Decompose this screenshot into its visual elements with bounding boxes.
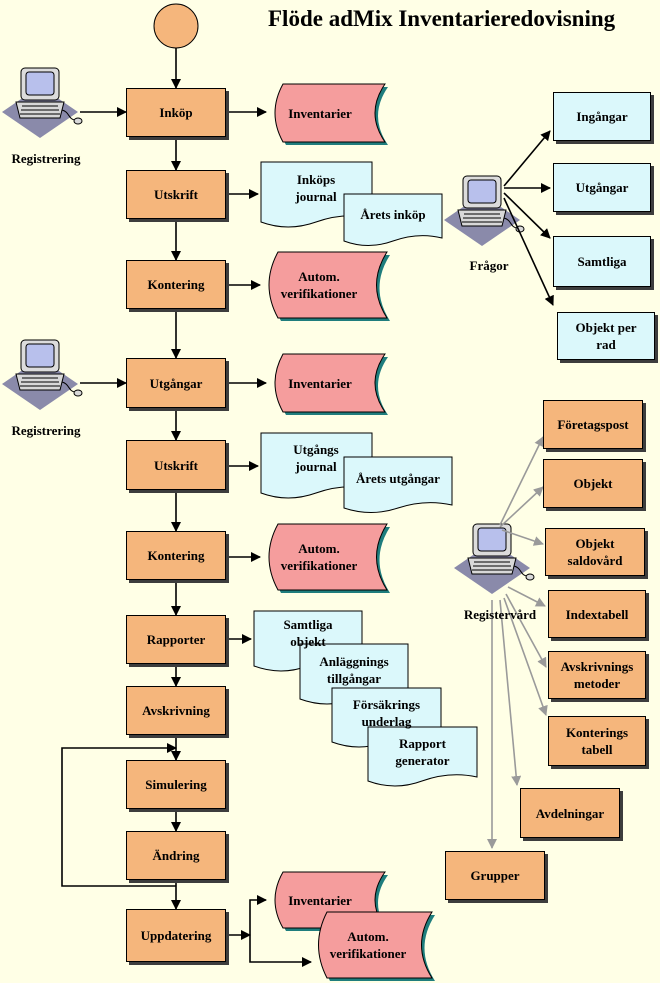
query-objekt-per-rad[interactable]: Objekt per rad xyxy=(557,312,655,360)
registervard-computer-icon xyxy=(453,523,535,595)
register-grupper[interactable]: Grupper xyxy=(445,851,545,900)
register-avskrivnings-metoder[interactable]: Avskrivnings metoder xyxy=(548,651,646,699)
doc-inkops-journal-line2: journal xyxy=(295,189,337,204)
doc-inkops-journal-line1: Inköps xyxy=(296,172,336,187)
register-foretagspost[interactable]: Företagspost xyxy=(543,400,643,449)
register-avdelningar[interactable]: Avdelningar xyxy=(520,788,620,838)
store-autom-2-line2: verifikationer xyxy=(280,558,358,573)
query-samtliga[interactable]: Samtliga xyxy=(553,236,651,287)
doc-forsakrings-underlag[interactable]: Försäkrings underlag xyxy=(332,695,441,731)
query-utgangar[interactable]: Utgångar xyxy=(553,163,651,212)
doc-arets-inkop[interactable]: Årets inköp xyxy=(360,206,426,222)
query-objekt-per-rad-line2: rad xyxy=(596,337,616,352)
doc-rapport-generator[interactable]: Rapport generator xyxy=(368,734,477,770)
store-autom-3-line2: verifikationer xyxy=(329,946,407,961)
process-simulering[interactable]: Simulering xyxy=(126,760,226,809)
registervard-arrows xyxy=(487,436,548,849)
doc-anlaggnings-line2: tillgångar xyxy=(326,671,382,686)
doc-arets-utgangar-shape xyxy=(343,456,453,513)
register-konterings-tabell[interactable]: Konterings tabell xyxy=(548,716,646,766)
doc-rapport-generator-shape xyxy=(367,726,478,787)
query-objekt-per-rad-line1: Objekt per xyxy=(575,320,637,335)
store-autom-verifikationer-3[interactable]: Autom. verifikationer xyxy=(318,912,418,978)
process-kontering-2[interactable]: Kontering xyxy=(126,531,226,580)
process-utskrift-1[interactable]: Utskrift xyxy=(126,170,226,219)
process-andring[interactable]: Ändring xyxy=(126,831,226,880)
register-objekt[interactable]: Objekt xyxy=(543,459,643,508)
diagram-title: Flöde adMix Inventarieredovisning xyxy=(268,6,616,31)
doc-inkops-journal[interactable]: Inköps journal xyxy=(270,170,362,206)
doc-samtliga-objekt-line2: objekt xyxy=(290,634,326,649)
store-autom-1-line1: Autom. xyxy=(298,269,340,284)
register-avskrivnings-line2: metoder xyxy=(573,676,621,691)
actor-registrering-2: Registrering xyxy=(11,422,81,438)
query-ingangar[interactable]: Ingångar xyxy=(553,92,651,141)
doc-anlaggnings-line1: Anläggnings xyxy=(319,654,389,669)
register-indextabell[interactable]: Indextabell xyxy=(548,590,646,638)
store-inventarier-2-shape xyxy=(274,353,388,415)
store-autom-2-shape xyxy=(268,523,390,593)
doc-utgangs-journal[interactable]: Utgångs journal xyxy=(270,440,362,476)
doc-utgangs-journal-line2: journal xyxy=(295,459,337,474)
process-inkop[interactable]: Inköp xyxy=(126,88,226,137)
registrering-1-computer-icon xyxy=(1,67,83,139)
process-uppdatering[interactable]: Uppdatering xyxy=(126,909,226,962)
store-autom-verifikationer-2[interactable]: Autom. verifikationer xyxy=(268,524,370,590)
process-utgangar[interactable]: Utgångar xyxy=(126,358,226,408)
store-inventarier-3[interactable]: Inventarier xyxy=(288,892,352,908)
store-autom-1-line2: verifikationer xyxy=(280,286,358,301)
registrering-2-computer-icon xyxy=(1,339,83,411)
register-objekt-saldovard[interactable]: Objekt saldovård xyxy=(545,528,645,576)
register-objekt-saldovard-line2: saldovård xyxy=(567,553,623,568)
doc-samtliga-objekt-line1: Samtliga xyxy=(283,617,333,632)
doc-arets-utgangar[interactable]: Årets utgångar xyxy=(356,470,440,486)
actor-fragor: Frågor xyxy=(469,257,509,273)
process-avskrivning[interactable]: Avskrivning xyxy=(126,686,226,735)
register-konterings-line2: tabell xyxy=(581,742,613,757)
doc-anlaggnings-tillgangar[interactable]: Anläggnings tillgångar xyxy=(300,652,408,688)
doc-rapport-generator-line2: generator xyxy=(395,753,450,768)
store-inventarier-2[interactable]: Inventarier xyxy=(288,375,352,391)
store-inventarier-1[interactable]: Inventarier xyxy=(288,105,352,121)
store-autom-2-line1: Autom. xyxy=(298,541,340,556)
process-utskrift-2[interactable]: Utskrift xyxy=(126,440,226,490)
doc-utgangs-journal-line1: Utgångs xyxy=(293,442,339,457)
register-objekt-saldovard-line1: Objekt xyxy=(575,536,615,551)
doc-arets-inkop-shape xyxy=(343,193,443,246)
register-konterings-line1: Konterings xyxy=(565,725,629,740)
doc-rapport-generator-line1: Rapport xyxy=(399,736,446,751)
store-autom-3-shape xyxy=(318,911,435,981)
start-node xyxy=(153,3,199,49)
store-inventarier-1-shape xyxy=(274,83,388,145)
register-avskrivnings-line1: Avskrivnings xyxy=(560,659,634,674)
doc-forsakrings-line1: Försäkrings xyxy=(352,697,421,712)
actor-registrering-1: Registrering xyxy=(11,150,81,166)
store-autom-1-shape xyxy=(268,251,390,321)
fragor-computer-icon xyxy=(443,175,525,247)
process-rapporter[interactable]: Rapporter xyxy=(126,615,226,664)
store-autom-3-line1: Autom. xyxy=(347,929,389,944)
flow-arrows xyxy=(61,48,554,967)
doc-forsakrings-line2: underlag xyxy=(361,714,412,729)
actor-registervard: Registervård xyxy=(463,606,537,622)
doc-samtliga-objekt[interactable]: Samtliga objekt xyxy=(254,616,362,650)
process-kontering-1[interactable]: Kontering xyxy=(126,260,226,309)
store-autom-verifikationer-1[interactable]: Autom. verifikationer xyxy=(268,252,370,318)
